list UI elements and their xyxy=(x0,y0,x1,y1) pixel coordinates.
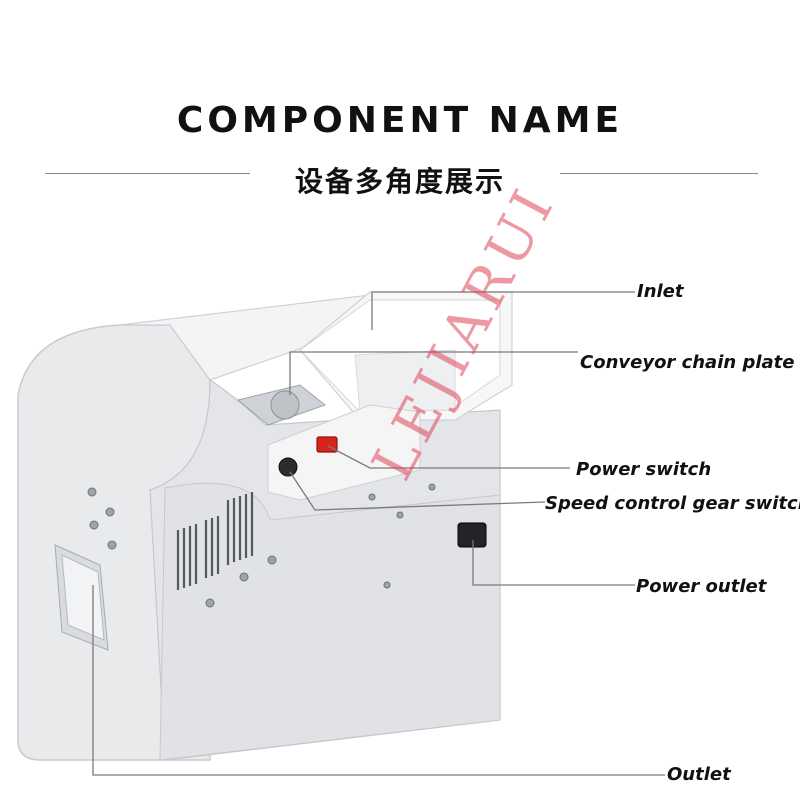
control-panel xyxy=(267,404,421,501)
component-name-title: COMPONENT NAME xyxy=(176,100,624,141)
label-outlet: Outlet xyxy=(667,764,731,785)
speed-knob xyxy=(278,457,298,477)
title-rule-left xyxy=(45,173,250,174)
label-power-switch: Power switch xyxy=(576,459,712,480)
leader-lines xyxy=(92,291,665,776)
vent-grill xyxy=(176,492,254,590)
power-outlet-socket xyxy=(457,522,487,548)
label-speed-control: Speed control gear switch xyxy=(545,493,800,514)
panel-screws xyxy=(87,483,436,608)
title-rule-right xyxy=(560,173,758,174)
chinese-subtitle: 设备多角度展示 xyxy=(294,165,505,198)
label-conveyor-chain-plate: Conveyor chain plate xyxy=(580,352,795,373)
label-power-outlet: Power outlet xyxy=(636,576,767,597)
label-inlet: Inlet xyxy=(637,281,684,302)
conveyor-wheel xyxy=(270,390,300,420)
